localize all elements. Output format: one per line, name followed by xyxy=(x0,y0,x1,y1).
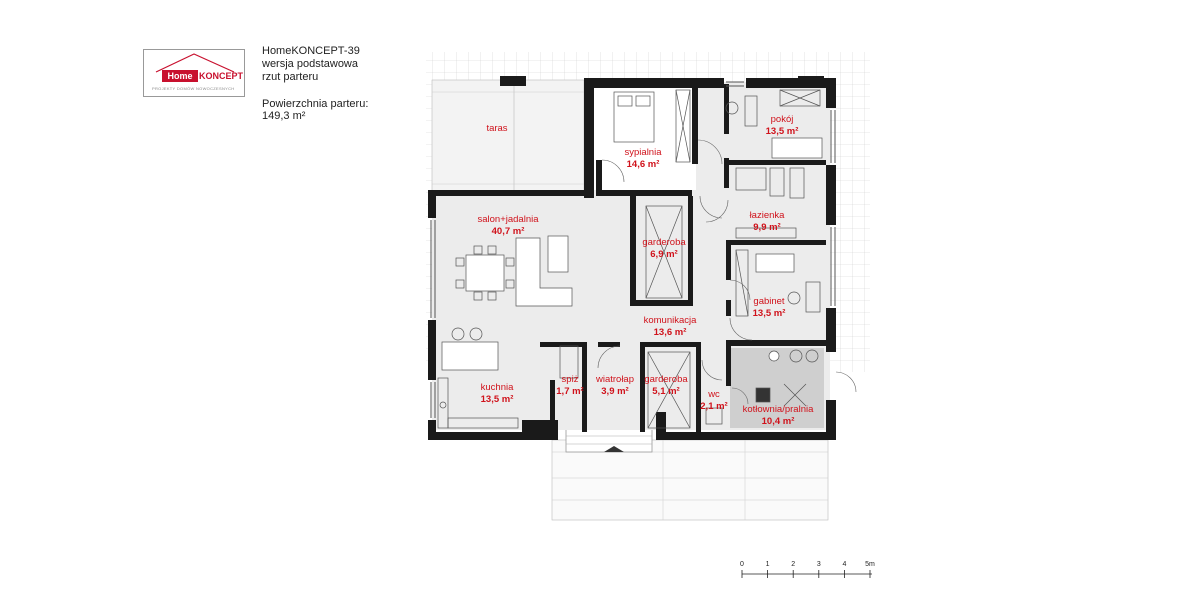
room-area-kotlownia: 10,4 m² xyxy=(762,416,795,427)
room-label-salon: salon+jadalnia xyxy=(477,214,539,225)
room-area-gabinet: 13,5 m² xyxy=(753,308,786,319)
logo-tagline: PROJEKTY DOMÓW NOWOCZESNYCH xyxy=(152,86,235,91)
room-area-lazienka: 9,9 m² xyxy=(753,222,780,233)
doors xyxy=(597,139,857,405)
room-area-kuchnia: 13,5 m² xyxy=(481,394,514,405)
room-label-kuchnia: kuchnia xyxy=(481,382,514,393)
scale-tick-label: 5m xyxy=(865,561,875,568)
scale-bar: 0 1 2 3 4 5m xyxy=(740,561,875,578)
room-area-wc: 2,1 m² xyxy=(700,401,727,412)
boiler-room-floor xyxy=(730,348,824,428)
scale-tick-label: 3 xyxy=(817,561,821,568)
furniture xyxy=(437,89,823,429)
logo-brand-left: Home xyxy=(162,70,198,82)
company-logo: Home KONCEPT PROJEKTY DOMÓW NOWOCZESNYCH xyxy=(143,49,245,97)
room-label-wiatrolap: wiatrołap xyxy=(595,374,634,385)
room-label-sypialnia: sypialnia xyxy=(625,147,663,158)
logo-brand-right: KONCEPT xyxy=(199,71,244,81)
room-label-komunikacja: komunikacja xyxy=(644,315,698,326)
room-label-garderoba-2: garderoba xyxy=(644,374,688,385)
terrace-covered xyxy=(431,79,585,193)
room-area-spiz: 1,7 m² xyxy=(556,386,583,397)
scale-tick-label: 1 xyxy=(766,561,770,568)
room-label-lazienka: łazienka xyxy=(750,210,786,221)
room-area-pokoj: 13,5 m² xyxy=(766,126,799,137)
windows xyxy=(430,81,836,418)
room-label-wc: wc xyxy=(707,389,720,400)
room-area-garderoba-2: 5,1 m² xyxy=(652,386,679,397)
scale-tick-label: 4 xyxy=(842,561,846,568)
room-area-wiatrolap: 3,9 m² xyxy=(601,386,628,397)
room-label-garderoba-1: garderoba xyxy=(642,237,686,248)
scale-tick-label: 2 xyxy=(791,561,795,568)
scale-tick-label: 0 xyxy=(740,561,744,568)
room-area-komunikacja: 13,6 m² xyxy=(654,327,687,338)
room-area-garderoba-1: 6,9 m² xyxy=(650,249,677,260)
floor-area-label: Powierzchnia parteru: xyxy=(262,98,369,110)
room-label-taras: taras xyxy=(486,123,507,134)
logo-roof-icon xyxy=(155,53,235,73)
project-variant: wersja podstawowa xyxy=(262,58,358,70)
project-name: HomeKONCEPT-39 xyxy=(262,45,360,57)
room-label-spiz: spiż xyxy=(562,374,579,385)
walls xyxy=(428,76,836,440)
room-area-sypialnia: 14,6 m² xyxy=(627,159,660,170)
room-label-kotlownia: kotłownia/pralnia xyxy=(743,404,814,415)
entrance-canopy xyxy=(551,439,829,521)
room-label-pokoj: pokój xyxy=(771,114,794,125)
floor-area-value: 149,3 m² xyxy=(262,110,306,122)
plan-view: rzut parteru xyxy=(262,71,319,83)
room-label-gabinet: gabinet xyxy=(753,296,785,307)
room-area-salon: 40,7 m² xyxy=(492,226,525,237)
